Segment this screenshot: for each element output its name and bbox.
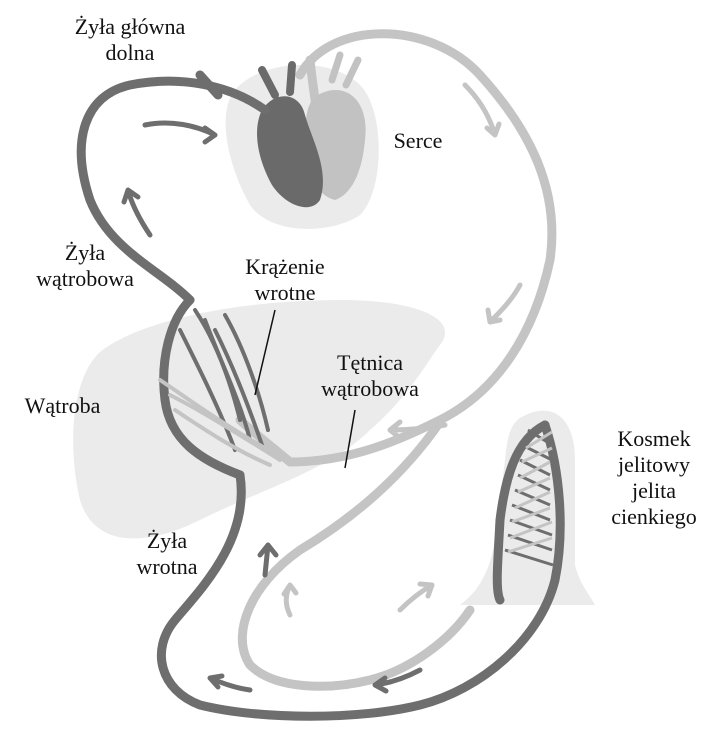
label-portal-circulation: Krążenie wrotne [225, 254, 345, 306]
liver-shape [73, 300, 445, 538]
label-hepatic-vein: Żyła wątrobowa [20, 240, 150, 292]
label-villus: Kosmek jelitowy jelita cienkiego [592, 426, 716, 530]
label-liver: Wątroba [5, 393, 120, 419]
label-portal-vein: Żyła wrotna [112, 528, 222, 580]
label-hepatic-artery: Tętnica wątrobowa [300, 350, 440, 402]
label-heart: Serce [378, 128, 458, 154]
label-vena-cava: Żyła główna dolna [40, 14, 220, 66]
